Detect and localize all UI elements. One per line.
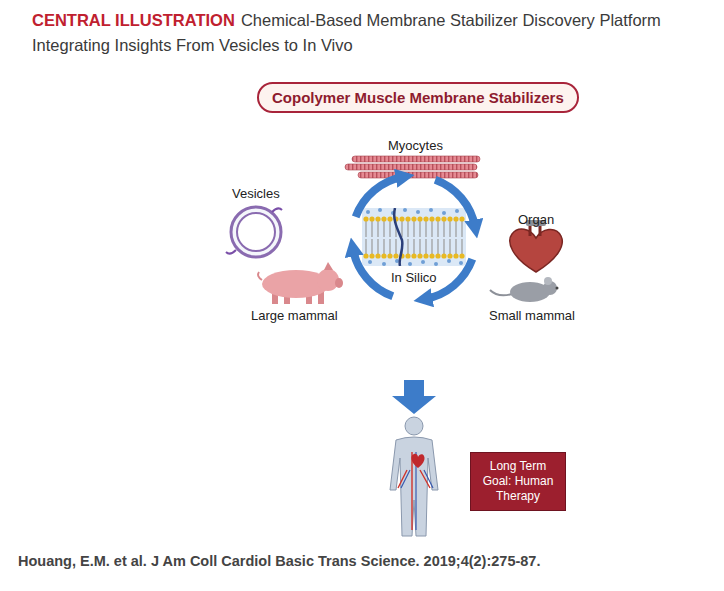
hexagon-label: Vesicles bbox=[232, 186, 280, 201]
panel-background bbox=[200, 68, 638, 538]
membrane-simulation bbox=[362, 208, 466, 266]
hexagon-label: Myocytes bbox=[388, 138, 443, 153]
hexagon-shape bbox=[217, 122, 613, 376]
heart-drawing bbox=[510, 220, 562, 272]
hexagon-label: Small mammal bbox=[489, 308, 575, 323]
goal-box: Long Term Goal: Human Therapy bbox=[470, 452, 566, 511]
platform-hexagon: MyocytesVesiclesOrgan In SilicoLarge mamm… bbox=[214, 120, 616, 378]
vesicle-drawing bbox=[226, 207, 282, 257]
hexagon-label: Organ bbox=[518, 212, 554, 227]
down-arrow bbox=[392, 380, 436, 414]
goal-text: Long Term Goal: Human Therapy bbox=[476, 459, 560, 504]
illustration-label: CENTRAL ILLUSTRATION bbox=[32, 11, 235, 29]
hexagon-label: Large mammal bbox=[251, 308, 338, 323]
title-pill: Copolymer Muscle Membrane Stabilizers bbox=[257, 82, 579, 113]
cycle-arrows bbox=[353, 177, 475, 299]
mouse-drawing bbox=[490, 277, 559, 302]
myocytes-drawing bbox=[345, 156, 480, 178]
pill-text: Copolymer Muscle Membrane Stabilizers bbox=[272, 89, 564, 106]
citation-caption: Houang, E.M. et al. J Am Coll Cardiol Ba… bbox=[18, 553, 708, 569]
human-figure bbox=[390, 417, 438, 536]
title-block: CENTRAL ILLUSTRATIONChemical-Based Membr… bbox=[32, 8, 700, 58]
hexagon-outline bbox=[214, 120, 616, 378]
hexagon-label: In Silico bbox=[391, 270, 437, 285]
pig-drawing bbox=[258, 262, 343, 304]
